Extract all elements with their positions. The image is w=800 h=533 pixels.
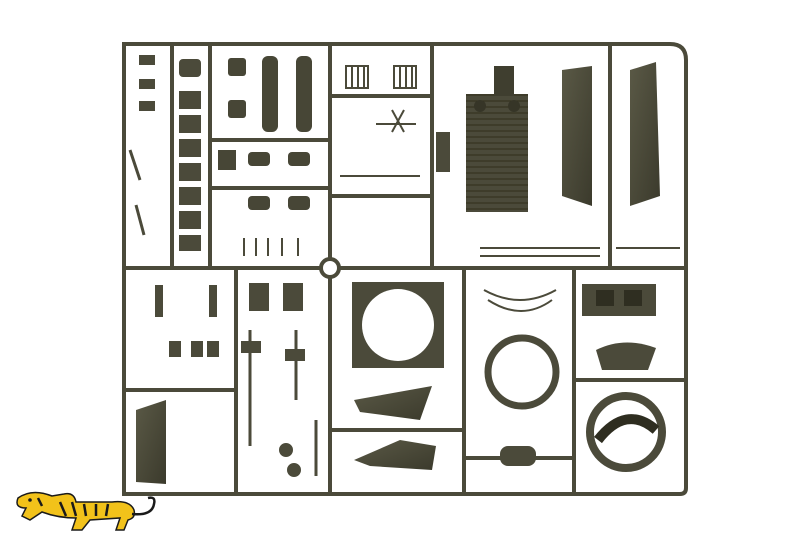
turret-ring-plate bbox=[352, 282, 444, 368]
weapon-parts bbox=[155, 283, 318, 477]
brand-logo bbox=[16, 491, 156, 531]
cargo-parts bbox=[218, 56, 312, 210]
tiger-icon bbox=[16, 491, 156, 531]
towing-rods bbox=[480, 247, 680, 257]
stowage-plate bbox=[136, 400, 166, 484]
small-bracket-parts bbox=[128, 55, 201, 251]
deck-plate bbox=[436, 66, 528, 212]
side-skirts bbox=[562, 62, 660, 206]
sprue-frame bbox=[122, 42, 688, 496]
armour-plates bbox=[354, 386, 436, 470]
sprue-hub bbox=[319, 257, 341, 279]
ring-parts bbox=[483, 289, 666, 472]
grille-parts bbox=[243, 65, 420, 256]
hatch-parts bbox=[500, 284, 656, 466]
